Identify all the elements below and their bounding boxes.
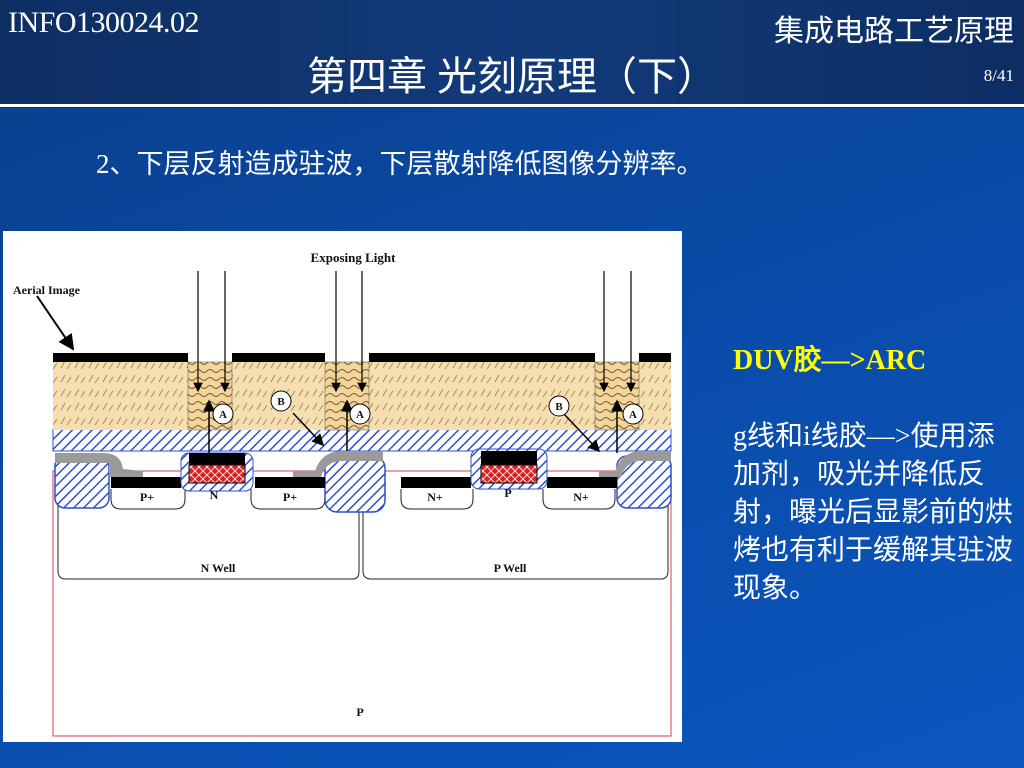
svg-text:A: A [356,409,364,421]
svg-text:B: B [277,396,285,408]
n-plus-region-left [400,489,474,510]
contact-2 [255,477,325,488]
arc-layer [52,428,672,452]
page-number: 8/41 [983,66,1014,85]
gate-poly-left [188,464,246,484]
scatter-arrow-1 [292,412,325,447]
p-plus-label-1: P+ [140,490,154,504]
n-label: N [210,488,219,502]
substrate [52,470,672,737]
marker-a-1: A [212,403,234,425]
svg-text:B: B [555,401,563,413]
marker-a-2: A [349,403,371,425]
header-divider [0,104,1024,107]
p-plus-region-right [250,489,326,510]
standing-wave-diagram: A A A B B Exposing Light Aerial Image P+… [3,231,682,742]
field-oxide-1 [54,455,110,509]
course-name: 集成电路工艺原理 [774,15,1014,48]
svg-text:A: A [219,409,227,421]
course-code: INFO130024.02 [8,6,200,39]
gate-cap-left [189,453,245,465]
substrate-label: P [356,705,363,719]
main-point-text: 2、下层反射造成驻波，下层散射降低图像分辨率。 [96,149,704,179]
n-plus-label-2: N+ [573,490,589,504]
p-label: P [504,486,511,500]
scatter-arrow-2 [562,412,601,453]
n-well-label: N Well [201,561,236,575]
n-well-outline [57,501,360,580]
mask-bar-1 [53,353,188,362]
chapter-title: 第四章 光刻原理（下） [307,54,717,99]
topography-step-2 [293,451,383,477]
topography-step-1 [55,453,143,477]
n-plus-label-1: N+ [427,490,443,504]
additive-note: g线和i线胶—>使用添加剂，吸光并降低反射，曝光后显影前的烘烤也有利于缓解其驻波… [733,421,1014,604]
aerial-image-arrow [36,295,75,351]
n-plus-region-right [542,489,616,510]
aerial-image-label: Aerial Image [13,283,81,297]
mask-bar-2 [232,353,325,362]
marker-b-1: B [270,390,292,412]
svg-text:A: A [629,409,637,421]
topography-step-3 [599,451,671,477]
contact-3 [401,477,471,488]
diagram-svg: A A A B B Exposing Light Aerial Image P+… [13,250,672,737]
exposing-light-label: Exposing Light [311,250,397,265]
contact-1 [111,477,181,488]
p-well-outline [362,501,669,580]
p-plus-label-2: P+ [283,490,297,504]
mask-bar-4 [639,353,671,362]
slide-header: INFO130024.02 集成电路工艺原理 第四章 光刻原理（下） 8/41 [0,0,1024,108]
gate-cap-right [481,451,537,465]
marker-b-2: B [548,395,570,417]
contact-4 [547,477,617,488]
field-oxide-2 [324,455,386,513]
p-plus-region-left [110,489,186,510]
p-well-label: P Well [494,561,527,575]
marker-a-3: A [622,403,644,425]
mask-bar-3 [369,353,595,362]
arc-note: DUV胶—>ARC [733,345,927,376]
gate-poly-right [480,464,538,484]
